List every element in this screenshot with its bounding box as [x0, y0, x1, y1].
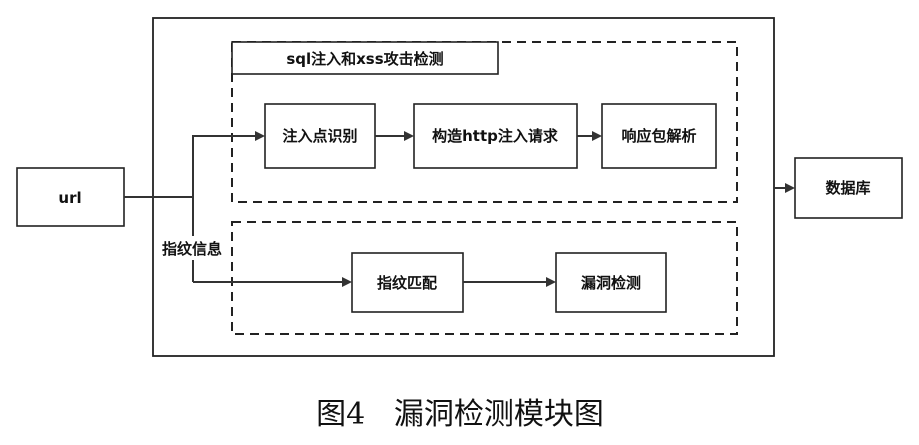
connector-split-to-injection-point	[192, 131, 265, 282]
url-node-label: url	[58, 189, 81, 207]
step-injection-point	[264, 103, 376, 169]
sql-xss-group	[231, 41, 738, 203]
step-response-parse-label: 响应包解析	[621, 127, 696, 145]
sql-xss-group-title: sql注入和xss攻击检测	[286, 50, 443, 68]
fingerprint-label-bg	[156, 236, 228, 260]
url-node	[16, 167, 125, 227]
figure-caption: 图4 漏洞检测模块图	[316, 397, 604, 432]
step-build-request	[413, 103, 578, 169]
step-vuln-detect-label: 漏洞检测	[581, 274, 641, 292]
sql-xss-group-title-box	[231, 41, 499, 75]
step-injection-point-label: 注入点识别	[282, 127, 357, 145]
database-node-label: 数据库	[825, 179, 870, 197]
fingerprint-group	[231, 221, 738, 335]
database-node	[794, 157, 903, 219]
step-vuln-detect	[555, 252, 667, 313]
step-build-request-label: 构造http注入请求	[432, 127, 559, 145]
step-response-parse	[601, 103, 717, 169]
fingerprint-edge-label: 指纹信息	[162, 240, 222, 258]
step-fingerprint-match-label: 指纹匹配	[377, 274, 437, 292]
